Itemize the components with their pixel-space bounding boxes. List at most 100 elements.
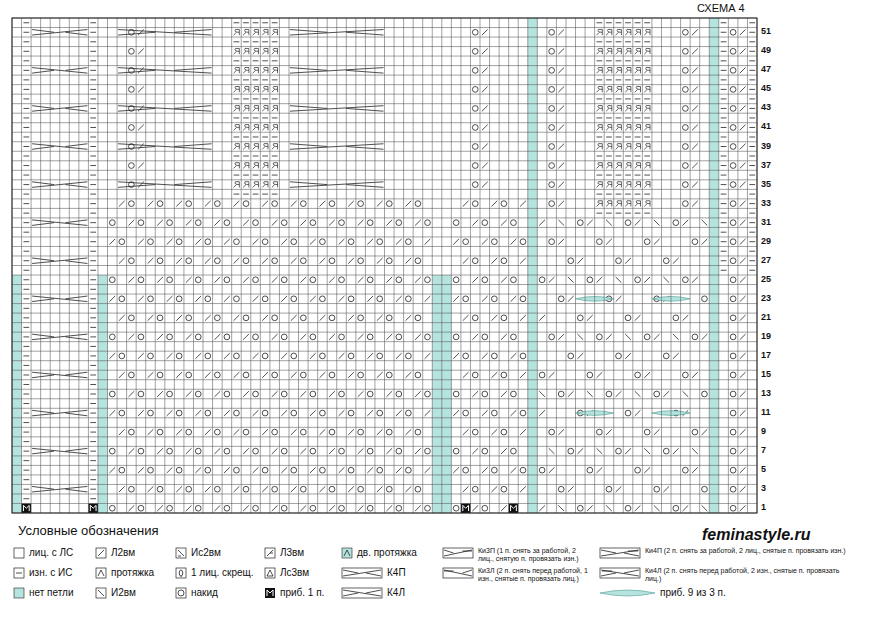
stitch-cell (148, 258, 154, 264)
stitch-cell (329, 334, 335, 340)
stitch-cell (129, 429, 135, 435)
symbol-stroke (291, 486, 297, 492)
symbol-stroke (511, 467, 517, 473)
symbol-stroke (463, 486, 469, 492)
symbol-stroke (520, 201, 526, 207)
yarn-over-mark (568, 353, 574, 359)
stitch-cell (644, 334, 650, 340)
stitch-cell (90, 498, 96, 499)
stitch-cell (453, 334, 459, 340)
stitch-cell (205, 239, 211, 245)
stitch-cell (291, 467, 297, 473)
no-stitch-fill (432, 408, 442, 418)
stitch-cell (167, 467, 173, 473)
no-stitch-fill (432, 285, 442, 295)
stitch-cell (367, 467, 373, 473)
stitch-cell (432, 313, 442, 323)
stitch-cell (709, 351, 719, 361)
symbol-stroke (415, 505, 421, 511)
stitch-cell (243, 429, 249, 435)
stitch-cell (673, 353, 679, 359)
stitch-cell (625, 410, 631, 416)
yarn-over-mark (683, 467, 689, 473)
yarn-over-mark (195, 277, 201, 283)
symbol-stroke (129, 334, 135, 340)
symbol-stroke (616, 486, 622, 492)
stitch-cell (339, 296, 345, 302)
stitch-cell (98, 437, 108, 447)
no-stitch-fill (709, 418, 719, 428)
stitch-cell (539, 410, 545, 416)
stitch-cell (453, 448, 459, 454)
symbol-stroke (616, 175, 622, 176)
yarn-over-mark (692, 334, 698, 340)
yarn-over-mark (453, 448, 459, 454)
symbol-stroke (682, 505, 688, 511)
no-stitch-fill (709, 323, 719, 333)
symbol-stroke (167, 296, 173, 302)
symbol-stroke (310, 239, 316, 245)
stitch-cell (176, 258, 182, 264)
stitch-cell (702, 429, 708, 435)
yarn-over-mark (186, 372, 192, 378)
stitch-cell (606, 213, 612, 214)
symbol-stroke (262, 201, 268, 207)
stitch-cell (432, 437, 442, 447)
stitch-cell (148, 315, 154, 321)
symbol-stroke (377, 258, 383, 264)
stitch-cell (442, 313, 452, 323)
no-stitch-fill (709, 361, 719, 371)
symbol-stroke (262, 372, 268, 378)
stitch-glyph (272, 182, 278, 188)
stitch-cell (432, 427, 442, 437)
symbol-stroke (148, 201, 154, 207)
stitch-cell (167, 410, 173, 416)
stitch-cell (682, 391, 688, 397)
stitch-cell (749, 241, 755, 242)
stitch-cell (520, 429, 526, 435)
yarn-over-mark (597, 239, 603, 245)
stitch-cell (243, 220, 249, 226)
stitch-cell (616, 194, 622, 195)
symbol-stroke (262, 315, 268, 321)
chart-grid (12, 18, 757, 513)
symbol-stroke (23, 374, 29, 375)
symbol-stroke (491, 315, 497, 321)
stitch-cell (90, 241, 96, 242)
symbol-stroke (90, 355, 96, 356)
stitch-cell (406, 239, 412, 245)
stitch-glyph (253, 163, 259, 169)
stitch-cell (339, 505, 345, 511)
stitch-cell (358, 486, 364, 492)
stitch-cell (415, 277, 421, 283)
stitch-cell (730, 334, 736, 340)
yarn-over-mark (491, 353, 497, 359)
no-stitch-fill (12, 399, 22, 409)
yarn-over-mark (501, 486, 507, 492)
symbol-stroke (300, 505, 306, 511)
yarn-over-mark (482, 334, 488, 340)
stitch-cell (453, 467, 459, 473)
symbol-stroke (90, 489, 96, 490)
symbol-stroke (23, 194, 29, 195)
symbol-stroke (148, 429, 154, 435)
yarn-over-mark (129, 486, 135, 492)
yarn-over-mark (539, 467, 545, 473)
symbol-stroke (453, 296, 459, 302)
symbol-stroke (224, 353, 230, 359)
symbol-stroke (272, 220, 278, 226)
no-stitch-fill (709, 332, 719, 342)
symbol-stroke (721, 222, 727, 223)
stitch-cell (539, 505, 545, 511)
symbol-stroke (23, 394, 29, 395)
stitch-cell (616, 258, 622, 264)
yarn-over-mark (587, 277, 593, 283)
symbol-stroke (23, 336, 29, 337)
stitch-cell (138, 182, 144, 188)
stitch-cell (243, 486, 249, 492)
no-stitch-fill (442, 304, 452, 314)
stitch-cell (339, 334, 345, 340)
yarn-over-mark (281, 334, 287, 340)
stitch-cell (129, 277, 135, 283)
stitch-glyph (234, 163, 240, 169)
